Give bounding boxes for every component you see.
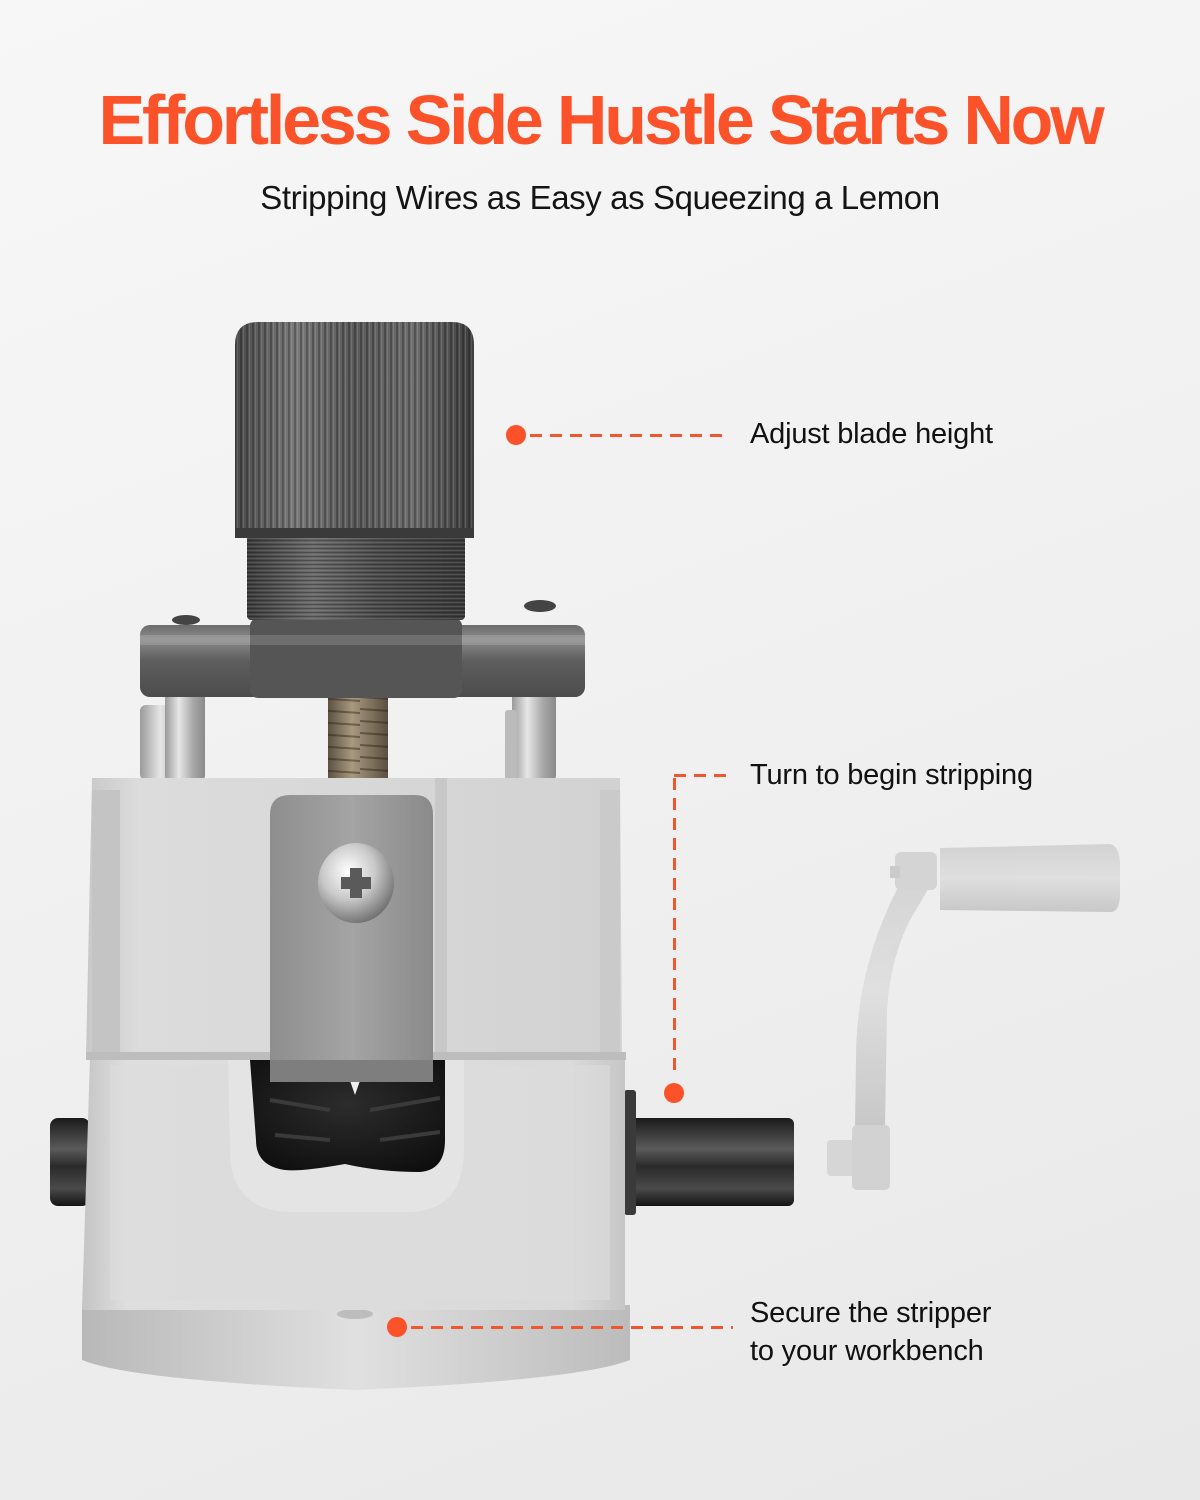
guide-post-right xyxy=(512,688,556,780)
threaded-screw xyxy=(328,688,388,780)
knob-collar xyxy=(247,535,465,620)
callout-dot-turn xyxy=(664,1083,684,1103)
callout-label-secure-1: Secure the stripper xyxy=(750,1297,992,1329)
callout-label-secure-2: to your workbench xyxy=(750,1335,984,1367)
callout-line-adjust xyxy=(530,434,725,437)
callout-label-adjust: Adjust blade height xyxy=(750,418,993,450)
phillips-screw xyxy=(318,843,394,923)
drive-shaft xyxy=(628,1118,794,1206)
callout-label-turn: Turn to begin stripping xyxy=(750,759,1033,791)
drive-shaft-left xyxy=(50,1118,90,1206)
hand-crank xyxy=(827,844,1120,1190)
callout-dot-adjust xyxy=(506,425,526,445)
top-bracket xyxy=(140,600,585,698)
callout-dot-secure xyxy=(387,1317,407,1337)
knurled-adjustment-knob xyxy=(235,322,474,538)
callout-line-turn-h xyxy=(674,774,729,777)
callout-line-secure xyxy=(411,1326,733,1329)
wire-channel xyxy=(250,1060,445,1172)
blade-plate xyxy=(270,795,433,1080)
callout-line-turn-v xyxy=(673,778,676,1078)
subheadline: Stripping Wires as Easy as Squeezing a L… xyxy=(260,179,940,216)
headline: Effortless Side Hustle Starts Now xyxy=(98,81,1105,159)
